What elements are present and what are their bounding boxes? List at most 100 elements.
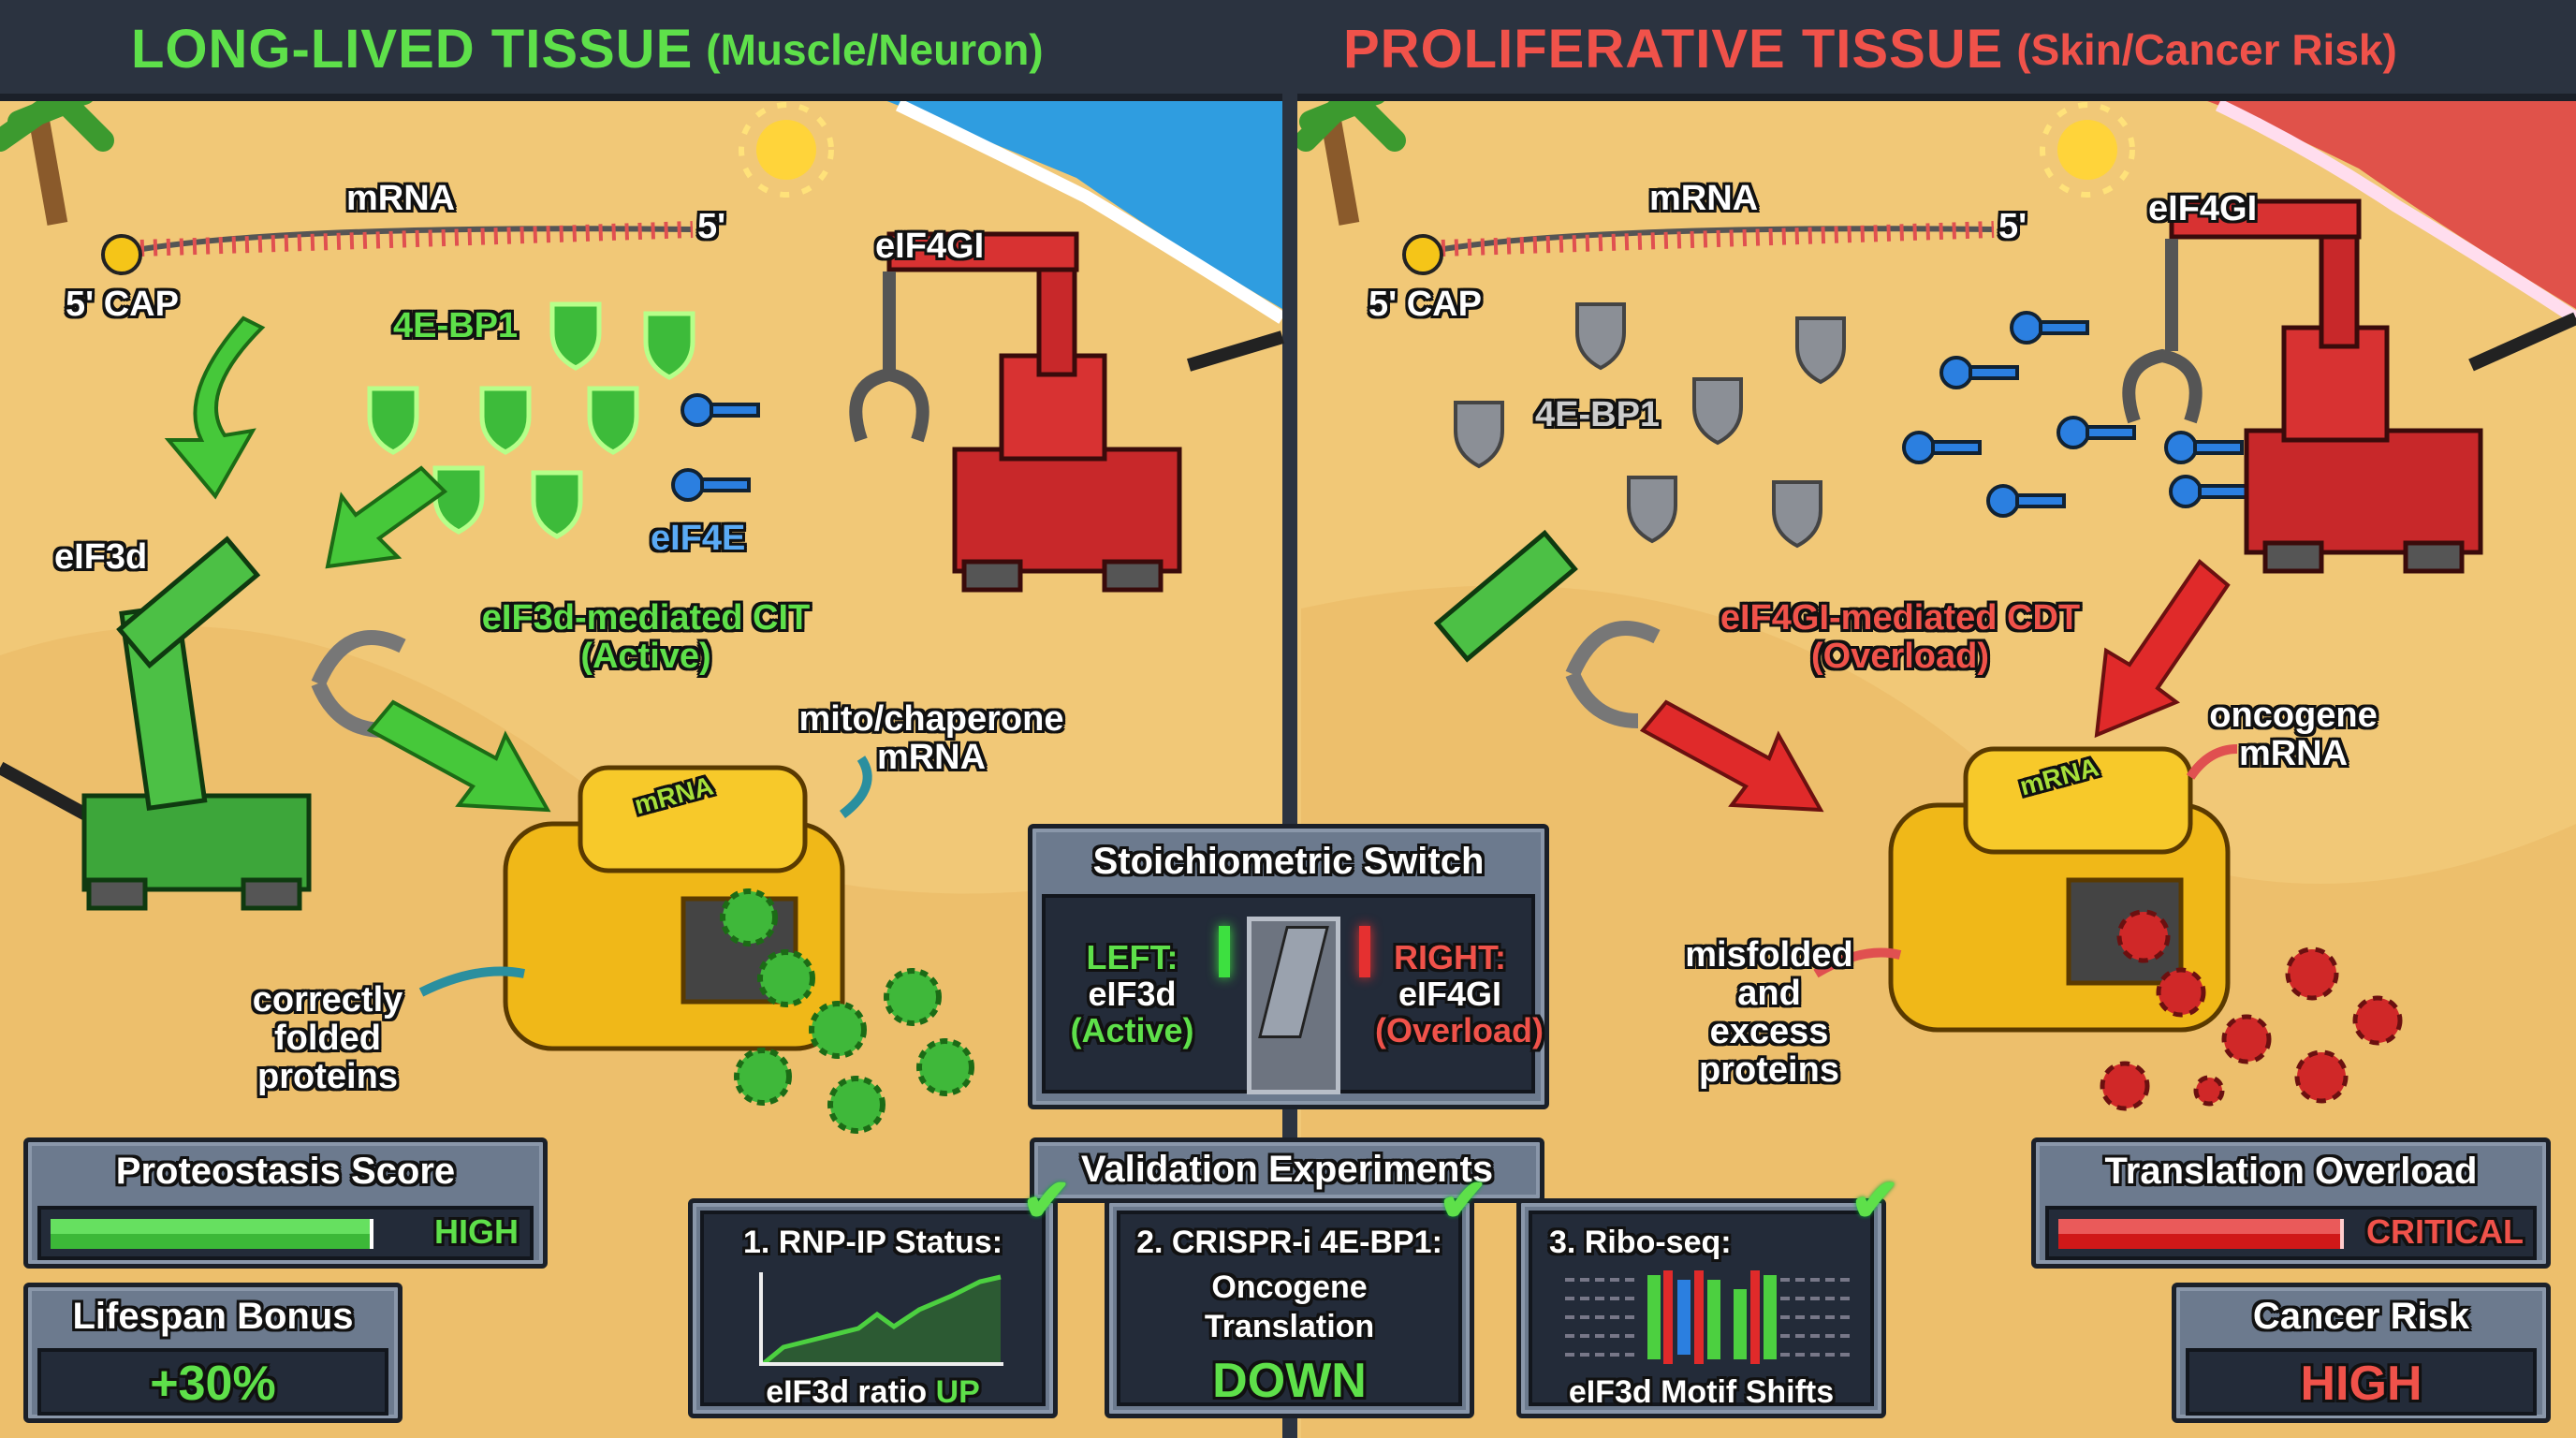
lifespan-value: +30% [150,1357,276,1411]
key-icon [2169,475,2248,508]
ribo-seq-motif-graphic [1565,1270,1855,1364]
left-title: LONG-LIVED TISSUE [131,19,694,80]
score-bar-fill [51,1219,373,1249]
eif3d-robot [0,536,406,911]
mrna-label: mRNA [346,179,456,218]
target-mrna-label: mito/chaperone mRNA [777,699,1086,778]
shield-icon [479,386,532,455]
left-state: (Active) [1070,1010,1194,1049]
cap-label: 5' CAP [1368,285,1482,324]
output-line: misfolded [1685,935,1853,975]
bp1-label: 4E-BP1 [1535,395,1661,434]
shield-icon [1575,302,1626,371]
key-icon [681,393,760,427]
overload-bar-track: CRITICAL [2045,1206,2537,1260]
gear-icon [720,888,778,946]
output-line: proteins [257,1057,398,1097]
five-prime-label: 5' [1998,207,2027,246]
output-label: correctly folded proteins [220,980,435,1097]
shield-icon [587,386,639,455]
output-line: and [1737,974,1801,1014]
red-indicator-light [1359,926,1370,977]
target-line: mRNA [876,738,987,778]
eif4gi-label: eIF4GI [2148,189,2258,228]
eif4e-label: eIF4E [651,519,746,558]
card-body: 2. CRISPR-i 4E-BP1: Oncogene Translation… [1117,1211,1462,1408]
output-line: folded [274,1019,381,1059]
output-label: misfolded and excess proteins [1666,935,1872,1090]
card-title: 1. RNP-IP Status: [742,1225,1003,1260]
cancer-risk-value: HIGH [2300,1357,2422,1411]
switch-left-label: LEFT: eIF3d (Active) [1055,938,1209,1049]
sun-icon [739,102,834,198]
green-indicator-light [1219,926,1230,977]
key-icon [1939,356,2019,389]
arrow-icon [164,315,551,813]
bp1-label: 4E-BP1 [393,306,519,345]
right-state: (Overload) [1375,1010,1544,1049]
mechanism-line: eIF4GI-mediated CDT [1720,598,2081,638]
shield-icon [432,465,485,535]
shield-icon [367,386,419,455]
eif4gi-label: eIF4GI [875,227,985,266]
score-bar-track: HIGH [37,1206,534,1260]
lifespan-bonus-panel: Lifespan Bonus +30% [23,1283,402,1423]
shield-icon [1772,480,1822,549]
left-factor: eIF3d [1088,974,1177,1013]
mechanism-state: (Active) [580,637,711,677]
key-icon [1902,431,1982,464]
eif4gi-robot [2122,198,2576,574]
panel-title: Translation Overload [2104,1151,2478,1192]
check-icon: ✔ [1438,1167,1488,1234]
toggle-switch[interactable] [1247,917,1340,1094]
validation-header: Validation Experiments [1030,1137,1544,1203]
card-caption: eIF3d Motif Shifts [1568,1374,1835,1410]
switch-right-label: RIGHT: eIF4GI (Overload) [1375,938,1544,1049]
output-line: correctly [252,980,403,1020]
card-body: 3. Ribo-seq: eIF3d Motif Shifts [1529,1211,1874,1409]
panel-title: Lifespan Bonus [72,1296,354,1337]
validation-card-ribo-seq: 3. Ribo-seq: eIF3d Motif Shifts ✔ [1516,1167,1900,1418]
check-icon: ✔ [1850,1167,1900,1234]
ribosome-machine [418,756,872,1051]
key-icon [2164,431,2244,464]
mechanism-state: (Overload) [1810,637,1990,677]
ribosome-machine [1813,744,2238,1033]
eif4gi-robot [849,231,1285,593]
gear-icon [884,968,942,1026]
target-line: mRNA [2238,734,2349,774]
mechanism-label: eIF3d-mediated CIT (Active) [440,598,852,677]
right-title: PROLIFERATIVE TISSUE [1343,19,2004,80]
overload-bar-fill [2058,1219,2344,1249]
right-subtitle: (Skin/Cancer Risk) [2016,24,2397,74]
shield-icon [531,470,583,539]
value-box: HIGH [2186,1348,2537,1416]
misfolded-protein-icon [2294,1049,2349,1104]
left-label: LEFT: [1086,938,1178,976]
validation-card-rnp-ip: 1. RNP-IP Status: eIF3d ratio UP ✔ [688,1167,1072,1418]
target-line: mito/chaperone [798,699,1064,739]
ratio-up-mini-chart [759,1272,1003,1366]
left-subtitle: (Muscle/Neuron) [706,24,1044,74]
five-prime-label: 5' [697,207,726,246]
shield-icon [1627,476,1677,544]
gear-icon [827,1076,886,1134]
card-body: 1. RNP-IP Status: eIF3d ratio UP [700,1211,1046,1409]
red-sea [2200,98,2576,309]
mrna-strand [1402,221,1995,275]
misfolded-protein-icon [2285,946,2339,1001]
cancer-risk-panel: Cancer Risk HIGH [2172,1283,2551,1423]
validation-card-crispr: 2. CRISPR-i 4E-BP1: Oncogene Translation… [1105,1167,1488,1418]
toggle-lever[interactable] [1258,926,1329,1038]
card-title: 3. Ribo-seq: [1549,1225,1732,1260]
gear-icon [916,1038,974,1096]
panel-title: Proteostasis Score [115,1151,456,1192]
gear-icon [809,1001,867,1059]
switch-title: Stoichiometric Switch [1092,841,1485,882]
result-text: DOWN [1212,1354,1367,1408]
validation-title: Validation Experiments [1080,1149,1494,1190]
right-label: RIGHT: [1394,938,1506,976]
mechanism-label: eIF4GI-mediated CDT (Overload) [1676,598,2125,677]
arrow-icon [1639,559,2231,813]
key-icon [1986,484,2066,518]
